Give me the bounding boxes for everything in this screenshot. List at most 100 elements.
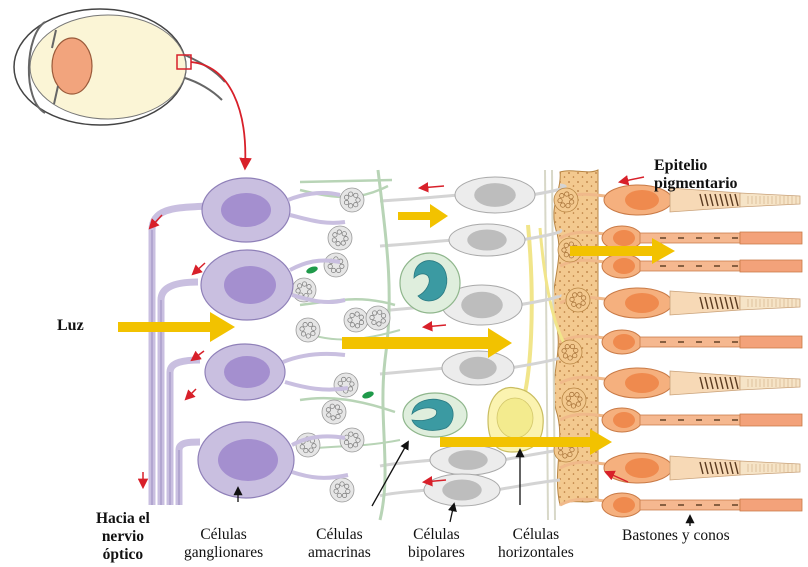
synaptic-vesicle [341, 231, 347, 237]
bipolar-nucleus [474, 183, 516, 207]
synaptic-vesicle [349, 381, 355, 387]
synaptic-vesicle [308, 447, 314, 453]
bipolar-axon [379, 488, 429, 498]
amacrine-process [362, 391, 374, 399]
synaptic-vesicle [347, 443, 353, 449]
label-bastones-conos: Bastones y conos [622, 527, 730, 544]
synaptic-vesicle [570, 403, 577, 409]
bipolar-cells [379, 176, 567, 507]
synaptic-vesicle [581, 295, 587, 301]
synaptic-vesicle [310, 330, 316, 337]
bipolar-nucleus [461, 291, 503, 319]
synaptic-vesicle [557, 198, 563, 204]
cone-outer-segment [739, 375, 801, 391]
cone-pigment-granule [724, 376, 729, 390]
synaptic-vesicle [564, 191, 570, 197]
synaptic-vesicle [331, 237, 337, 243]
rod-outer-segment [739, 498, 803, 512]
cone-nucleus [625, 190, 659, 210]
rod-nucleus [613, 334, 635, 350]
photoreceptor-axon [559, 412, 606, 422]
cone-pigment-granule [719, 376, 724, 390]
rod [559, 407, 803, 433]
synaptic-vesicle [565, 203, 571, 209]
synaptic-knot-body [339, 187, 365, 213]
synaptic-vesicle [569, 447, 575, 453]
synaptic-vesicle [354, 311, 360, 317]
synaptic-vesicle [353, 202, 359, 208]
synaptic-vesicle [558, 450, 564, 456]
cone-pigment-granule [734, 376, 739, 390]
bipolar-cell [379, 223, 563, 257]
cone-pigment-granule [709, 461, 714, 475]
cone-pigment-granule [729, 376, 734, 390]
cone-pigment-granule [714, 296, 719, 310]
synaptic-knot [333, 372, 359, 398]
synaptic-vesicle [569, 391, 575, 397]
synaptic-vesicle [381, 313, 387, 319]
synaptic-vesicle [336, 267, 342, 273]
synaptic-vesicle [561, 348, 567, 354]
synaptic-vesicle [337, 409, 343, 415]
signal-arrows [137, 175, 645, 490]
synaptic-vesicle [333, 488, 339, 494]
synaptic-vesicle [568, 194, 574, 200]
synaptic-vesicle [572, 292, 578, 298]
photoreceptor-axon [559, 230, 606, 240]
label-nervio-line2: nervio [101, 528, 144, 545]
label-ganglionares-line1: Células [200, 526, 247, 543]
photoreceptor-axon [559, 375, 606, 385]
synaptic-vesicle [562, 453, 568, 459]
synaptic-vesicle [327, 263, 333, 269]
rod [559, 492, 803, 518]
synaptic-vesicle [346, 377, 352, 383]
cone-pigment-granule [719, 296, 724, 310]
cone-nucleus [625, 458, 659, 478]
synaptic-vesicle [561, 247, 567, 253]
eye-schematic [13, 8, 252, 171]
photoreceptor-axon [559, 460, 606, 470]
synaptic-knot [343, 307, 369, 333]
cone-pigment-granule [704, 296, 709, 310]
synaptic-vesicle [302, 322, 308, 328]
amacrine-cells [299, 169, 468, 521]
synaptic-vesicle [348, 203, 354, 209]
synaptic-vesicle [563, 252, 569, 258]
synaptic-vesicle [580, 300, 586, 306]
rod-nucleus [613, 497, 635, 513]
synaptic-vesicle [349, 312, 355, 319]
bipolar-dendrite [517, 293, 562, 307]
synaptic-vesicle [573, 347, 579, 354]
synaptic-vesicle [372, 310, 378, 316]
cone-nucleus [625, 293, 659, 313]
synaptic-vesicle [353, 442, 359, 448]
bipolar-cell [379, 444, 561, 476]
label-horizontales: Células horizontales [498, 526, 574, 562]
rod-nucleus [613, 258, 635, 274]
cone-pigment-granule [709, 193, 714, 207]
synaptic-vesicle [335, 413, 341, 419]
bipolar-nucleus [442, 479, 482, 501]
cone-outer-segment [739, 192, 801, 208]
synaptic-knot [329, 477, 355, 503]
label-amacrinas-line1: Células [316, 526, 363, 543]
rod-nucleus [613, 230, 635, 246]
cone-pigment-granule [714, 376, 719, 390]
rod [559, 329, 803, 355]
bipolar-cell [379, 350, 561, 386]
synaptic-vesicle [577, 291, 583, 297]
synaptic-vesicle [345, 488, 351, 494]
bipolar-axon [379, 193, 460, 203]
horizontal-cell [487, 387, 544, 453]
cone-outer-segment [739, 295, 801, 311]
synaptic-knot [339, 187, 365, 213]
synaptic-vesicle [567, 451, 573, 458]
rod-inner-segment [639, 260, 741, 272]
synaptic-vesicle [344, 194, 350, 200]
synaptic-vesicle [348, 191, 354, 197]
synaptic-vesicle [571, 301, 577, 307]
cone-pigment-granule [699, 376, 704, 390]
label-epitelio-pigmentario: Epitelio pigmentario [654, 157, 738, 193]
synaptic-vesicle [334, 404, 340, 410]
synaptic-knot [365, 305, 391, 331]
